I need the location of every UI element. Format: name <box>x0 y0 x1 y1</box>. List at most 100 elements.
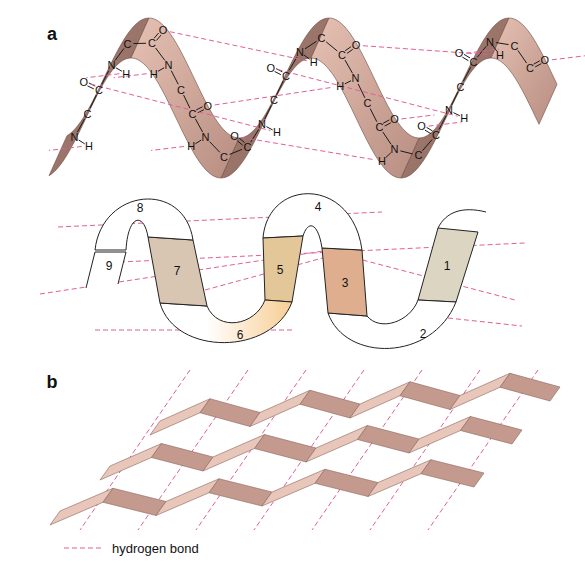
panel-letter: a <box>47 25 57 43</box>
hydrogen-bond-line <box>215 87 334 105</box>
pleat-face <box>306 426 368 463</box>
atom-symbol: O <box>541 54 550 65</box>
double-bond-line <box>427 127 433 131</box>
atom-symbol: C <box>220 151 228 162</box>
segment-number: 5 <box>277 264 284 276</box>
ribbon-segment: 3 <box>318 244 371 320</box>
hydrogen-bond-line <box>90 84 270 131</box>
pleat-face <box>315 469 378 496</box>
bond-line <box>518 50 527 63</box>
panel-letter: b <box>47 373 58 391</box>
segment-shape <box>322 248 367 316</box>
pleat-face <box>150 399 210 435</box>
atom-symbol: N <box>108 60 116 71</box>
atom-symbol: C <box>376 122 384 133</box>
bond-line <box>77 119 84 132</box>
bond-line <box>115 48 124 60</box>
atom-symbol: H <box>85 141 93 152</box>
atom-symbol: N <box>71 132 79 143</box>
hydrogen-bond-line <box>49 146 82 150</box>
legend-line <box>64 547 102 548</box>
bond-line <box>400 151 412 154</box>
ribbon-piece <box>49 18 149 176</box>
bond-line <box>195 140 201 144</box>
atom-symbol: H <box>122 68 130 79</box>
bond-line <box>439 116 446 130</box>
hydrogen-bond-line <box>151 146 184 150</box>
pleat-face <box>203 435 265 472</box>
atom-symbol: N <box>202 132 210 143</box>
pleat-face <box>300 390 360 418</box>
pleat-face <box>50 488 113 525</box>
atom-symbol: C <box>457 81 465 92</box>
atom-symbol: H <box>460 112 468 123</box>
bond-line <box>304 55 310 59</box>
bond-line <box>265 105 272 118</box>
segment-number: 1 <box>444 260 451 272</box>
bond-line <box>195 119 202 132</box>
hydrogen-bond-line <box>363 46 493 55</box>
helix-ribbon <box>49 18 557 178</box>
double-bond-line <box>385 123 391 126</box>
atom-symbol: O <box>159 25 168 36</box>
pleat-face <box>350 382 410 418</box>
atom-symbol: C <box>148 38 156 49</box>
bond-line <box>266 127 272 130</box>
bond-line <box>79 140 85 144</box>
hydrogen-bond-line <box>448 318 522 326</box>
pleat-face <box>262 469 325 506</box>
ribbon-piece <box>401 18 509 178</box>
double-bond-line <box>534 61 540 64</box>
pleat-face <box>103 488 166 515</box>
ribbon-segment: 6 <box>156 296 296 354</box>
bond-line <box>156 48 165 61</box>
atom-symbol: C <box>526 63 534 74</box>
pleat-face <box>358 426 420 454</box>
atom-symbol: O <box>390 113 399 124</box>
pleat-face <box>200 399 260 427</box>
bond-line <box>345 60 353 73</box>
bond-line <box>370 109 377 122</box>
segment-number: 2 <box>420 328 427 340</box>
segment-shape <box>160 300 292 343</box>
segment-number: 8 <box>137 202 144 214</box>
atom-symbol: C <box>318 33 326 44</box>
hydrogen-bond-line <box>86 74 119 78</box>
pleat-face <box>255 435 317 463</box>
ribbon-piece <box>311 18 419 178</box>
atom-symbol: O <box>79 77 88 88</box>
atom-symbol: C <box>189 108 197 119</box>
pleat-face <box>209 479 272 506</box>
atom-symbol: C <box>244 142 252 153</box>
atom-symbol: C <box>338 49 346 60</box>
segment-number: 9 <box>106 260 113 272</box>
pleat-face <box>100 444 162 481</box>
atom-symbol: C <box>282 70 290 81</box>
ribbon-continuation <box>438 210 486 228</box>
atom-symbol: C <box>177 84 185 95</box>
bond-line <box>326 42 337 51</box>
bond-line <box>277 81 284 95</box>
atom-symbol: N <box>296 47 304 58</box>
legend-entry: hydrogen bond <box>62 541 199 555</box>
beta-sheet <box>50 373 560 525</box>
atom-symbol: C <box>432 129 440 140</box>
segment-shape <box>148 237 207 306</box>
segment-number: 7 <box>174 265 181 277</box>
double-bond-line <box>535 64 541 67</box>
hydrogen-bond-line <box>552 56 585 60</box>
pleat-face <box>409 417 471 454</box>
bond-line <box>210 142 220 153</box>
atom-symbol: N <box>258 119 266 130</box>
atom-symbol: O <box>267 62 276 73</box>
pleat-face <box>156 479 219 516</box>
pleat-face <box>421 460 484 487</box>
hydrogen-bond-line <box>170 32 307 61</box>
legend-swatch <box>62 541 104 555</box>
atom-symbol: C <box>364 98 372 109</box>
pleat-face <box>500 373 560 401</box>
atom-symbol: H <box>150 68 158 79</box>
bond-line <box>102 71 109 85</box>
bond-line <box>453 113 459 116</box>
pleat-face <box>368 460 431 497</box>
